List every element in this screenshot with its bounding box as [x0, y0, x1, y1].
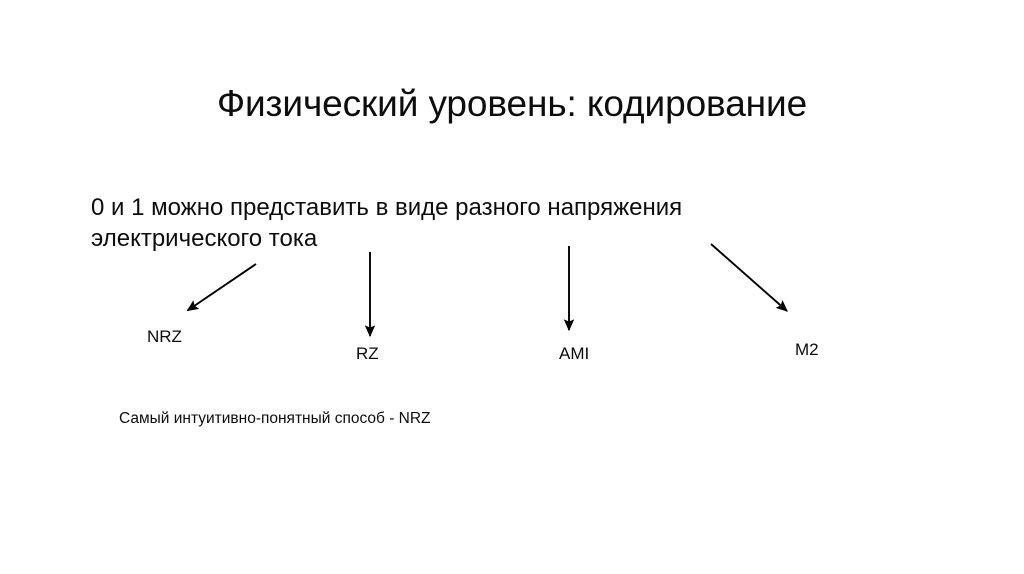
method-label-nrz: NRZ: [147, 327, 182, 346]
page-title: Физический уровень: кодирование: [216, 82, 808, 124]
method-label-m2: M2: [795, 340, 819, 359]
caption-text: Самый интуитивно-понятный способ - NRZ: [119, 410, 431, 427]
body-line-1: 0 и 1 можно представить в виде разного н…: [91, 194, 683, 221]
diagonal-down-right-arrow-icon: [710, 243, 788, 312]
diagonal-down-left-arrow-icon: [186, 263, 257, 312]
method-label-ami: AMI: [559, 344, 590, 363]
method-label-rz: RZ: [356, 344, 379, 363]
body-line-2: электрического тока: [91, 225, 318, 252]
body-paragraph: 0 и 1 можно представить в виде разного н…: [91, 192, 811, 254]
